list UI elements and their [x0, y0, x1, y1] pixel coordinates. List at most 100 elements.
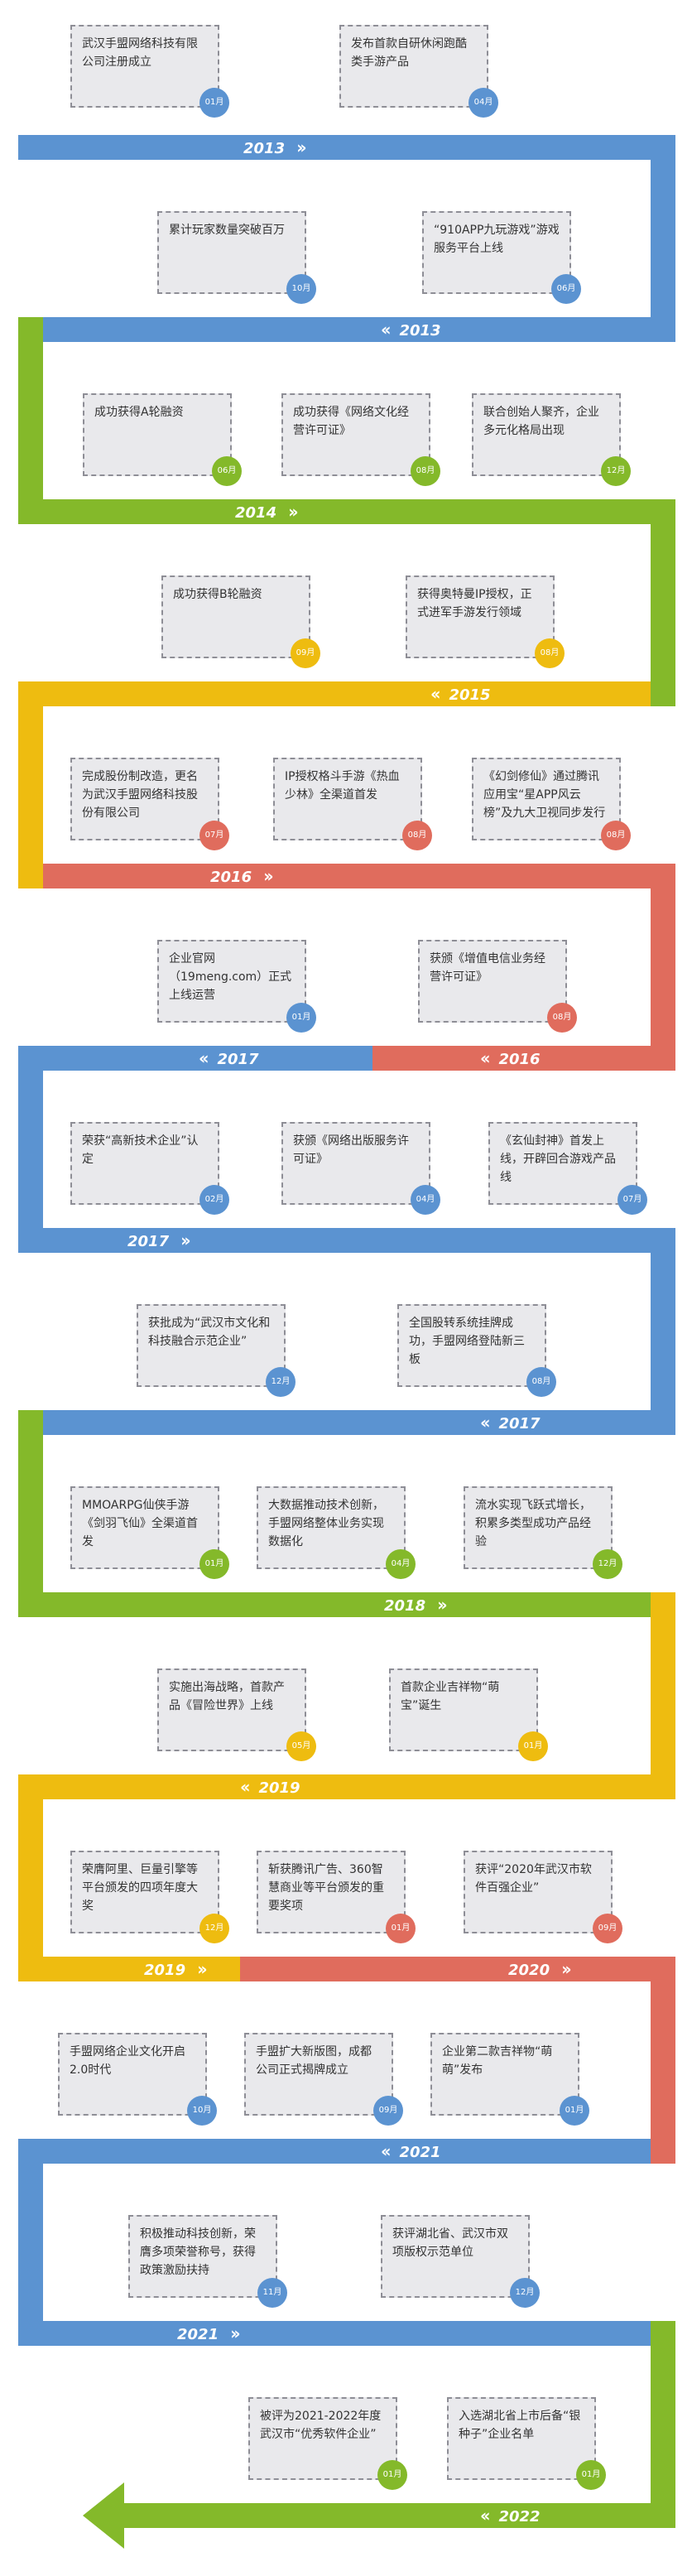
event-text: “910APP九玩游戏”游戏服务平台上线 [434, 224, 560, 255]
event-text: 累计玩家数量突破百万 [169, 224, 285, 237]
year-label-1-0: 2013 ›› [232, 135, 307, 160]
double-chevron-left-icon: ‹‹ [240, 1777, 251, 1797]
year-label-9-0: 2018›› [372, 1592, 448, 1617]
event-card: 被评为2021-2022年度武汉市“优秀软件企业”01月 [248, 2397, 407, 2490]
year-text: 2020 [508, 1962, 550, 1979]
month-badge: 01月 [518, 1731, 548, 1761]
track-connector-4 [651, 864, 675, 1071]
track-band-8 [18, 1410, 675, 1435]
month-badge: 08月 [547, 1003, 577, 1033]
month-badge: 08月 [601, 821, 631, 850]
double-chevron-right-icon: ›› [296, 137, 307, 157]
event-text: 《玄仙封神》首发上线，开辟回合游戏产品线 [500, 1134, 616, 1184]
year-text: 2017 [217, 1051, 259, 1068]
month-badge: 12月 [593, 1549, 622, 1579]
year-label-2-0: ‹‹2013 [381, 317, 453, 342]
month-badge: 09月 [593, 1914, 622, 1943]
year-label-8-0: ‹‹ 2017 [480, 1410, 552, 1435]
double-chevron-left-icon: ‹‹ [480, 2506, 491, 2525]
double-chevron-left-icon: ‹‹ [430, 684, 441, 704]
event-card: 获评“2020年武汉市软件百强企业”09月 [464, 1851, 622, 1943]
double-chevron-left-icon: ‹‹ [480, 1413, 491, 1432]
event-text: 《幻剑修仙》通过腾讯应用宝“星APP风云榜”及九大卫视同步发行 [483, 770, 606, 820]
track-band-3 [18, 681, 675, 706]
event-card: “910APP九玩游戏”游戏服务平台上线 06月 [422, 211, 581, 304]
event-text: 获得奥特曼IP授权，正式进军手游发行领域 [417, 588, 532, 619]
year-text: 2018 [384, 1597, 426, 1615]
year-text: 2019 [258, 1779, 300, 1797]
event-text: 企业第二款吉祥物“萌萌”发布 [442, 2045, 553, 2077]
year-text: 2019 [144, 1962, 186, 1979]
month-badge: 08月 [402, 821, 432, 850]
event-text: 获颁《网络出版服务许可证》 [293, 1134, 409, 1166]
track-band-9 [18, 1592, 675, 1617]
month-badge: 10月 [286, 274, 316, 304]
track-band-13 [18, 2139, 675, 2164]
event-text: 首款企业吉祥物“萌宝”诞生 [401, 1681, 500, 1712]
event-text: 获批成为“武汉市文化和科技融合示范企业” [148, 1317, 271, 1348]
month-badge: 07月 [618, 1185, 647, 1215]
month-badge: 09月 [291, 638, 320, 668]
year-text: 2017 [498, 1415, 541, 1432]
track-connector-6 [651, 1228, 675, 1435]
track-band-7 [18, 1228, 675, 1253]
event-text: IP授权格斗手游《热血少林》全渠道首发 [285, 770, 400, 802]
track-connector-2 [651, 499, 675, 706]
double-chevron-left-icon: ‹‹ [480, 1048, 491, 1068]
end-arrow-stem [124, 2503, 132, 2528]
event-card: 获颁《增值电信业务经营许可证》08月 [418, 940, 577, 1033]
end-arrow-icon [83, 2482, 124, 2549]
event-text: 武汉手盟网络科技有限公司注册成立 [82, 37, 198, 69]
track-band-15 [124, 2503, 675, 2528]
event-card: 成功获得《网络文化经营许可证》08月 [281, 393, 440, 486]
year-label-4-0: ‹‹2015 [430, 681, 502, 706]
event-text: 手盟网络企业文化开启2.0时代 [70, 2045, 185, 2077]
track-connector-7 [18, 1410, 43, 1617]
month-badge: 01月 [576, 2460, 606, 2490]
track-connector-1 [18, 317, 43, 524]
year-text: 2021 [177, 2326, 219, 2343]
event-text: 实施出海战略，首款产品《冒险世界》上线 [169, 1681, 285, 1712]
year-label-13-0: 2021›› [166, 2321, 241, 2346]
event-text: 获评湖北省、武汉市双项版权示范单位 [392, 2227, 508, 2259]
track-connector-11 [18, 2139, 43, 2346]
event-text: 成功获得《网络文化经营许可证》 [293, 406, 409, 437]
month-badge: 04月 [386, 1549, 416, 1579]
month-badge: 10月 [187, 2096, 217, 2126]
month-badge: 06月 [551, 274, 581, 304]
double-chevron-left-icon: ‹‹ [381, 2141, 392, 2161]
event-text: 流水实现飞跃式增长，积累多类型成功产品经验 [475, 1499, 591, 1548]
month-badge: 09月 [373, 2096, 403, 2126]
double-chevron-left-icon: ‹‹ [199, 1048, 209, 1068]
track-connector-0 [651, 135, 675, 342]
month-badge: 01月 [199, 1549, 229, 1579]
month-badge: 12月 [510, 2278, 540, 2308]
year-text: 2013 [243, 140, 286, 157]
month-badge: 05月 [286, 1731, 316, 1761]
event-text: 企业官网（19meng.com）正式上线运营 [169, 952, 292, 1002]
double-chevron-right-icon: ›› [263, 866, 274, 886]
track-band-10 [18, 1774, 675, 1799]
month-badge: 01月 [377, 2460, 407, 2490]
month-badge: 06月 [212, 456, 242, 486]
event-text: 获颁《增值电信业务经营许可证》 [430, 952, 545, 984]
event-card: 获颁《网络出版服务许可证》04月 [281, 1122, 440, 1215]
double-chevron-right-icon: ›› [561, 1959, 572, 1979]
month-badge: 02月 [199, 1185, 229, 1215]
track-connector-8 [651, 1592, 675, 1799]
event-text: 大数据推动技术创新，手盟网络整体业务实现数据化 [268, 1499, 384, 1548]
double-chevron-left-icon: ‹‹ [381, 320, 392, 339]
